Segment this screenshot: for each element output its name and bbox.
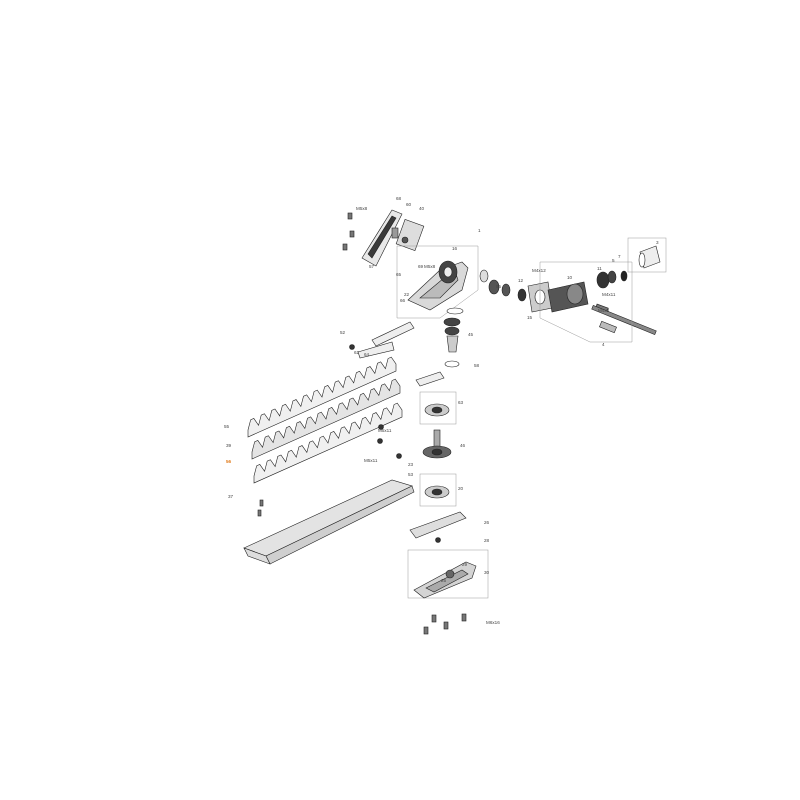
callout-57: 57 <box>369 264 375 269</box>
callout-68: 68 <box>396 196 402 201</box>
callout-25: 25 <box>441 578 447 583</box>
callout-26: 26 <box>484 520 490 525</box>
screw-size-label: M5x11 <box>378 428 392 433</box>
bottom-screws <box>423 613 467 635</box>
gearbox-housing <box>396 245 479 319</box>
callout-16: 16 <box>452 246 458 251</box>
callout-55: 55 <box>224 424 230 429</box>
callout-20: 20 <box>458 486 464 491</box>
callout-60: 60 <box>406 202 412 207</box>
callout-45: 45 <box>468 332 474 337</box>
callout-64: 64 <box>364 352 370 357</box>
eccentric-gear-column <box>419 391 457 507</box>
screw-size-label: M6x16 <box>486 620 500 625</box>
callout-15: 15 <box>527 315 533 320</box>
callout-10: 10 <box>567 275 573 280</box>
callout-53: 53 <box>408 472 414 477</box>
callout-63: 63 <box>458 400 464 405</box>
handle-lever <box>361 209 425 267</box>
callout-62: 62 <box>354 350 360 355</box>
lower-blade <box>253 402 403 484</box>
callout-52: 52 <box>340 330 346 335</box>
callout-1: 1 <box>478 228 481 233</box>
callout-5: 5 <box>612 258 615 263</box>
shaft-sleeve <box>627 237 667 273</box>
callout-3: 3 <box>656 240 659 245</box>
callout-11: 11 <box>597 266 602 271</box>
screw-size-label: M5x8 <box>424 264 436 269</box>
callout-66: 66 <box>400 298 406 303</box>
lower-gear-housing <box>407 549 489 599</box>
screw-size-label: M5x8 <box>356 206 368 211</box>
callout-4: 4 <box>602 342 605 347</box>
screw-size-label: M4x12 <box>532 268 546 273</box>
callout-29: 29 <box>462 562 468 567</box>
callout-23: 23 <box>408 462 414 467</box>
callout-30: 30 <box>484 570 490 575</box>
upper-blade <box>247 356 397 438</box>
callout-95: 95 <box>496 284 502 289</box>
bearing-stack <box>443 307 464 368</box>
callout-39: 39 <box>226 443 232 448</box>
cutter-blades <box>247 356 403 484</box>
callout-22: 22 <box>404 292 410 297</box>
callout-37: 37 <box>228 494 234 499</box>
handle-screws <box>342 212 355 251</box>
link-arm <box>357 321 415 359</box>
drive-shaft-assembly <box>479 261 657 343</box>
callout-58: 58 <box>474 363 480 368</box>
callout-46: 46 <box>460 443 466 448</box>
blade-guard <box>243 479 415 565</box>
callout-28: 28 <box>484 538 490 543</box>
callout-7: 7 <box>618 254 621 259</box>
callout-12: 12 <box>518 278 524 283</box>
callout-labels: 1345710111215162022232526282930373940454… <box>224 196 659 583</box>
callout-40: 40 <box>419 206 425 211</box>
screw-size-label: M4x11 <box>602 292 616 297</box>
middle-blade <box>251 378 401 460</box>
callout-56: 56 <box>226 459 232 464</box>
screw-size-label: M5x11 <box>364 458 378 463</box>
blade-washers <box>257 344 402 517</box>
callout-65: 65 <box>396 272 402 277</box>
callout-69: 69 <box>418 264 424 269</box>
screw-size-label: M4x8 <box>598 308 610 313</box>
shim-plate <box>415 371 445 387</box>
cover-plate <box>409 511 467 543</box>
